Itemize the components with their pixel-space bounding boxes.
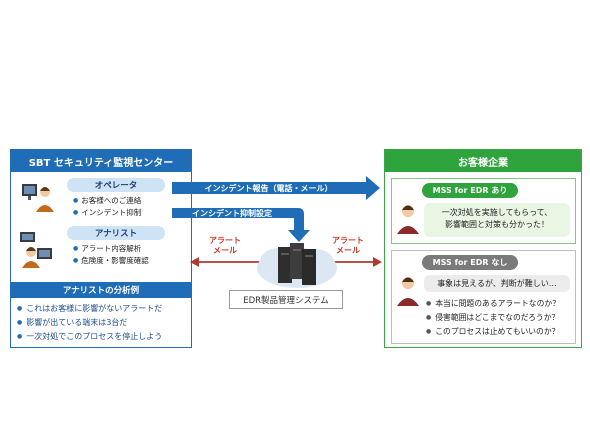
incident-report-label: インシデント報告（電話・メール） <box>204 183 333 193</box>
incident-report-arrow <box>172 176 380 200</box>
question-item: このプロセスは止めてもいいのか？ <box>426 325 574 339</box>
analyst-example-item: 一次対処でこのプロセスを停止しよう <box>17 330 189 344</box>
without-edr-speech: 事象は見えるが、判断が難しい… <box>424 275 570 292</box>
operator-person-icon <box>22 184 54 212</box>
alert-mail-right-line: メール <box>336 246 360 255</box>
without-edr-tag: MSS for EDR なし <box>422 255 518 270</box>
without-edr-box: MSS for EDR なし 事象は見えるが、判断が難しい… 本当に問題のあるア… <box>391 250 576 344</box>
customer-title: お客様企業 <box>385 150 581 172</box>
question-item: 侵害範囲はどこまでなのだろうか？ <box>426 311 574 325</box>
operator-task-item: インシデント抑制 <box>73 207 188 219</box>
customer-person-icon <box>397 205 419 234</box>
customer-panel: お客様企業 MSS for EDR あり 一次対処を実施してもらって、 影響範囲… <box>384 149 582 348</box>
analyst-example-item: 影響が出ている端末は3台だ <box>17 316 189 330</box>
alert-mail-left-line: アラート <box>209 236 241 245</box>
customer-person-icon <box>397 277 419 306</box>
analyst-examples-title: アナリストの分析例 <box>11 282 191 298</box>
with-edr-speech-line: 影響範囲と対策も分かった！ <box>445 220 549 229</box>
without-edr-questions: 本当に問題のあるアラートなのか？ 侵害範囲はどこまでなのだろうか？ このプロセス… <box>426 297 574 339</box>
with-edr-box: MSS for EDR あり 一次対処を実施してもらって、 影響範囲と対策も分か… <box>391 178 576 244</box>
alert-mail-right-line: アラート <box>332 236 364 245</box>
alert-mail-right-label: アラート メール <box>328 236 368 256</box>
analyst-role-pill: アナリスト <box>67 226 165 240</box>
analyst-task-item: 危険度・影響度確認 <box>73 255 188 267</box>
security-center-panel: SBT セキュリティ監視センター オペレータ お客様へのご連絡 インシデント抑制… <box>10 149 192 348</box>
incident-suppression-label: インシデント抑制設定 <box>192 208 272 218</box>
alert-mail-left-label: アラート メール <box>205 236 245 256</box>
incident-suppression-arrow <box>172 208 310 242</box>
with-edr-speech-line: 一次対処を実施してもらって、 <box>441 208 553 217</box>
with-edr-tag: MSS for EDR あり <box>422 183 518 198</box>
edr-server-icon <box>257 243 337 288</box>
alert-mail-left-line: メール <box>213 246 237 255</box>
analyst-person-icon <box>20 232 52 268</box>
operator-role-pill: オペレータ <box>67 178 165 192</box>
analyst-example-item: これはお客様に影響がないアラートだ <box>17 302 189 316</box>
analyst-task-list: アラート内容解析 危険度・影響度確認 <box>73 243 188 267</box>
operator-task-list: お客様へのご連絡 インシデント抑制 <box>73 195 188 219</box>
analyst-task-item: アラート内容解析 <box>73 243 188 255</box>
security-center-title: SBT セキュリティ監視センター <box>11 150 191 172</box>
question-item: 本当に問題のあるアラートなのか？ <box>426 297 574 311</box>
operator-task-item: お客様へのご連絡 <box>73 195 188 207</box>
with-edr-speech: 一次対処を実施してもらって、 影響範囲と対策も分かった！ <box>424 203 570 237</box>
analyst-examples-list: これはお客様に影響がないアラートだ 影響が出ている端末は3台だ 一次対処でこのプ… <box>17 302 189 344</box>
edr-system-label: EDR製品管理システム <box>229 290 343 309</box>
